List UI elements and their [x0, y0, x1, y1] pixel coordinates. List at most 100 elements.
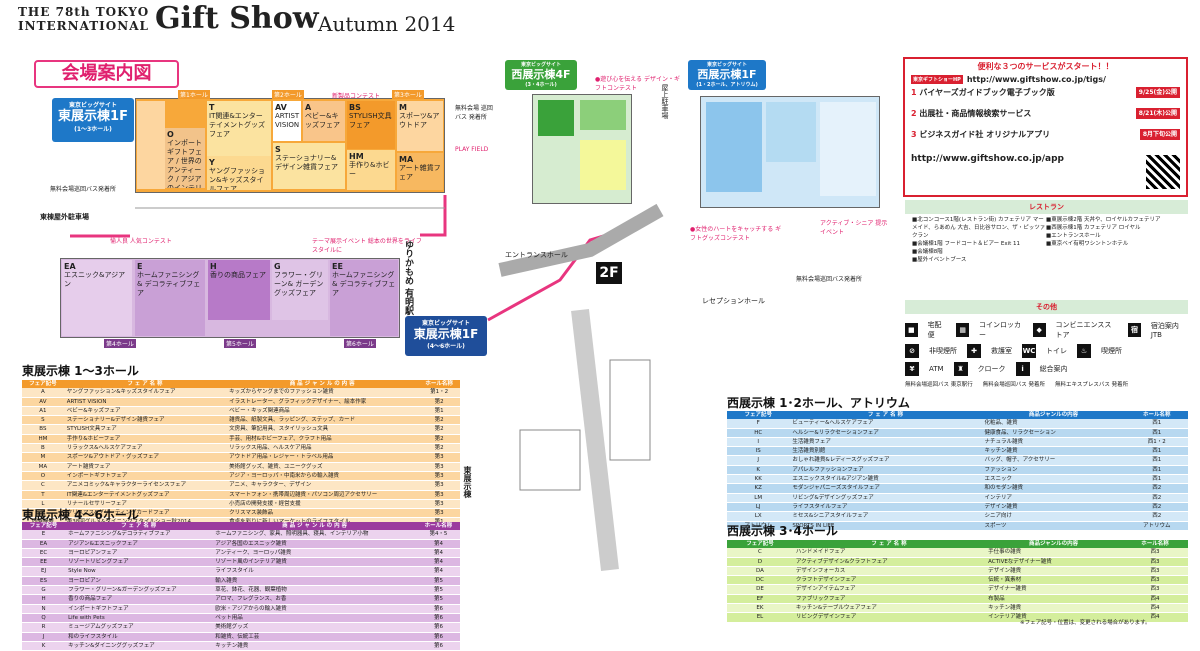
table-cell: T	[22, 490, 64, 500]
col-name: フ ェ ア 名 称	[867, 412, 904, 418]
hotel-icon: 宿	[1128, 323, 1141, 337]
west4-zone-b[interactable]	[580, 100, 626, 130]
table-cell: ライフスタイルフェア	[789, 502, 982, 513]
table-cell: N	[22, 604, 66, 614]
table-cell: ペット用品	[212, 613, 417, 624]
table-cell: 和のモダン雑貨	[981, 483, 1126, 494]
table-cell: 和雑貨、伝統工芸	[212, 632, 417, 642]
hp-url[interactable]: http://www.giftshow.co.jp/tigs/	[966, 75, 1106, 84]
table-cell: 西1	[1125, 419, 1188, 429]
zone-m-text: スポーツ&アウトドア	[399, 112, 440, 129]
table-cell: 西1	[1125, 465, 1188, 476]
restaurant-title: レストラン	[905, 200, 1188, 214]
table-cell: キッチン雑貨	[212, 641, 417, 651]
hall3-tag: 第3ホール	[392, 90, 424, 99]
table-cell: STYLISH文具フェア	[63, 424, 227, 435]
table-cell: 西3	[1122, 566, 1188, 577]
zone-left[interactable]	[137, 101, 165, 189]
table-cell: ヤングファッション&キッズスタイルフェア	[63, 388, 227, 398]
table-cell: リビングデザインフェア	[792, 612, 986, 623]
col-hall: ホール名称	[425, 381, 453, 387]
table-cell: 欧米・アジアからの輸入雑貨	[212, 604, 417, 614]
zone-g-text: フラワー・グリーン& ガーデングッズフェア	[274, 271, 324, 297]
table-cell: 西1	[1125, 455, 1188, 466]
legend-delivery: 宅配便	[927, 321, 942, 339]
table-cell: アニメ、キャラクター、デザイン	[226, 480, 419, 491]
restaurant-item: ■エントランスホール	[1046, 233, 1101, 239]
table-cell: C	[22, 480, 64, 491]
table-cell: D	[727, 557, 793, 567]
east456-label: 東京ビッグサイト 東展示棟1F (4〜6ホール)	[405, 316, 487, 356]
table-cell: インポートギフトフェア	[63, 471, 227, 482]
app-url[interactable]: http://www.giftshow.co.jp/app	[911, 154, 1064, 164]
svc2-name: 出展社・商品情報検索サービス	[919, 109, 1032, 118]
west4-zone-c[interactable]	[580, 140, 626, 190]
legend-locker: コインロッカー	[978, 321, 1021, 339]
east456-small: 東京ビッグサイト	[421, 320, 470, 327]
table-cell: ビューティー&ヘルスケアフェア	[789, 419, 982, 429]
table-cell: 第4・5	[416, 530, 460, 540]
legend-smoking: 喫煙所	[1101, 347, 1122, 355]
table-cell: アート雑貨フェア	[63, 462, 227, 472]
table-cell: Life with Pets	[65, 613, 213, 624]
table-cell: 輸入雑貨	[212, 576, 417, 587]
west1-zone-c[interactable]	[820, 102, 876, 196]
west1-zone-a[interactable]	[706, 102, 762, 192]
hall4-tag: 第4ホール	[104, 339, 136, 348]
zone-a-letter: A	[305, 103, 312, 112]
table-cell: M	[22, 452, 64, 463]
bus-stop-east: 無料会場 巡回バス 発着所	[455, 105, 493, 121]
restaurant-item: ■会議棟8階	[912, 249, 943, 255]
table-cell: 第2	[418, 443, 460, 454]
table-cell: ACTIVEなデザイナー雑貨	[985, 557, 1123, 567]
restaurant-item: ■西展示棟1階 カフェテリア ロイヤル	[1046, 225, 1141, 231]
bus-stop-west: 無料会場巡回バス発着所	[796, 276, 863, 283]
table-cell: キッチン&テーブルウェアフェア	[792, 603, 986, 614]
svc2-date: 8/21(木)公開	[1135, 108, 1180, 119]
west1-zone-b[interactable]	[766, 102, 816, 162]
list-e46-title: 東展示棟 4〜6ホール	[22, 508, 139, 522]
svc1-date: 9/25(金)公開	[1135, 87, 1180, 98]
table-cell: IT関連&エンターテイメントグッズフェア	[63, 490, 227, 500]
table-cell: LM	[727, 493, 790, 503]
col-code: フェア記号	[29, 523, 58, 529]
col-genre: 商品ジャンルの内容	[1028, 412, 1079, 418]
table-cell: 西1	[1125, 428, 1188, 438]
toilet-icon: WC	[1022, 344, 1036, 358]
table-cell: 第3	[418, 508, 460, 519]
table-cell: EC	[22, 548, 66, 559]
table-cell: 西1	[1125, 474, 1188, 485]
table-cell: ホームファニシング、家具、照明器具、寝具、インテリア小物	[212, 530, 417, 540]
table-cell: B	[22, 443, 64, 454]
zone-m-letter: M	[399, 103, 407, 112]
bus-legend-1: 無料会場巡回バス 東京駅行	[905, 382, 973, 388]
zone-hm-text: 手作り&ホビー	[349, 161, 390, 178]
table-cell: 西2	[1125, 511, 1188, 522]
legend-atm: ATM	[929, 365, 944, 373]
svc3-num: 3	[911, 130, 917, 139]
west4-zone-a[interactable]	[538, 100, 574, 136]
